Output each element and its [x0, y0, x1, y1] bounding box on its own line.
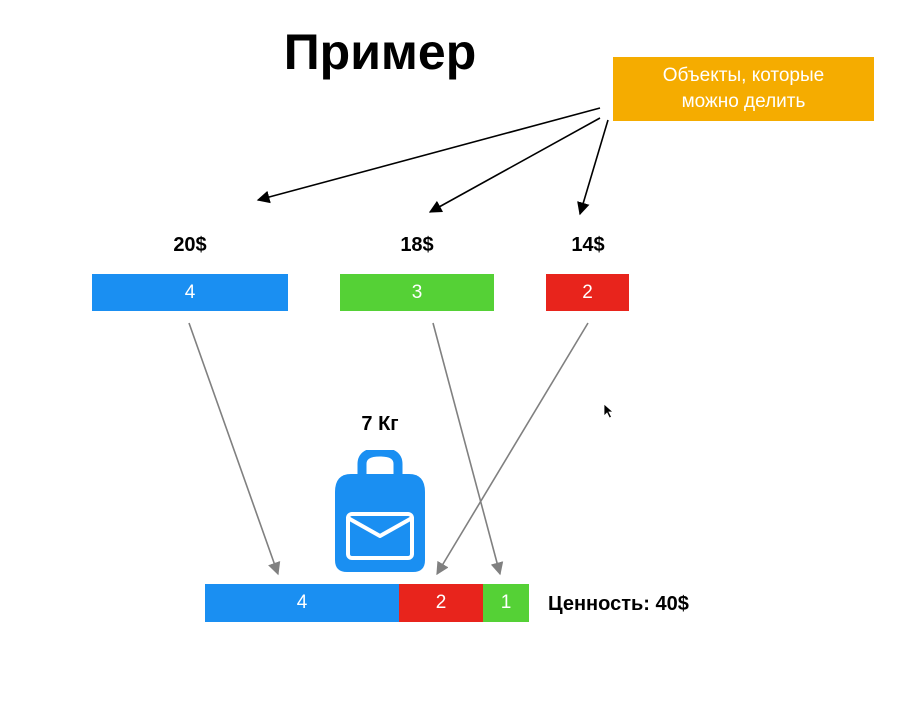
knapsack-part-3-amount: 1	[500, 592, 512, 613]
divisible-objects-callout: Объекты, которые можно делить	[613, 57, 874, 121]
total-value-label: Ценность: 40$	[548, 593, 689, 615]
item-2-price: 18$	[400, 234, 434, 256]
slide-title: Пример	[283, 24, 477, 80]
callout-line-2: можно делить	[681, 91, 806, 112]
callout-line-1: Объекты, которые	[662, 65, 825, 86]
item-1-bar: 4	[92, 274, 288, 311]
item-2-to-knapsack-arrow	[432, 322, 504, 576]
item-1-price: 20$	[173, 234, 207, 256]
item-3-bar: 2	[546, 274, 629, 311]
knapsack-part-2-amount: 2	[435, 592, 447, 613]
knapsack-capacity: 7 Кг	[361, 413, 399, 435]
knapsack-part-1-amount: 4	[296, 592, 308, 613]
item-3-to-knapsack-arrow	[436, 322, 589, 576]
item-2-bar: 3	[340, 274, 494, 311]
mouse-pointer-icon	[603, 403, 615, 419]
callout-arrow-to-item-1	[256, 107, 601, 204]
item-1-to-knapsack-arrow	[188, 322, 281, 576]
callout-arrow-to-item-2	[428, 117, 601, 213]
knapsack-part-3: 1	[483, 584, 529, 622]
item-3-weight: 2	[582, 281, 593, 303]
knapsack-part-1: 4	[205, 584, 399, 622]
backpack-icon	[335, 450, 425, 572]
item-2-weight: 3	[411, 281, 423, 303]
callout-arrow-to-item-3	[577, 119, 609, 216]
item-1-weight: 4	[184, 281, 196, 303]
knapsack-part-2: 2	[399, 584, 483, 622]
item-3-price: 14$	[571, 234, 605, 256]
